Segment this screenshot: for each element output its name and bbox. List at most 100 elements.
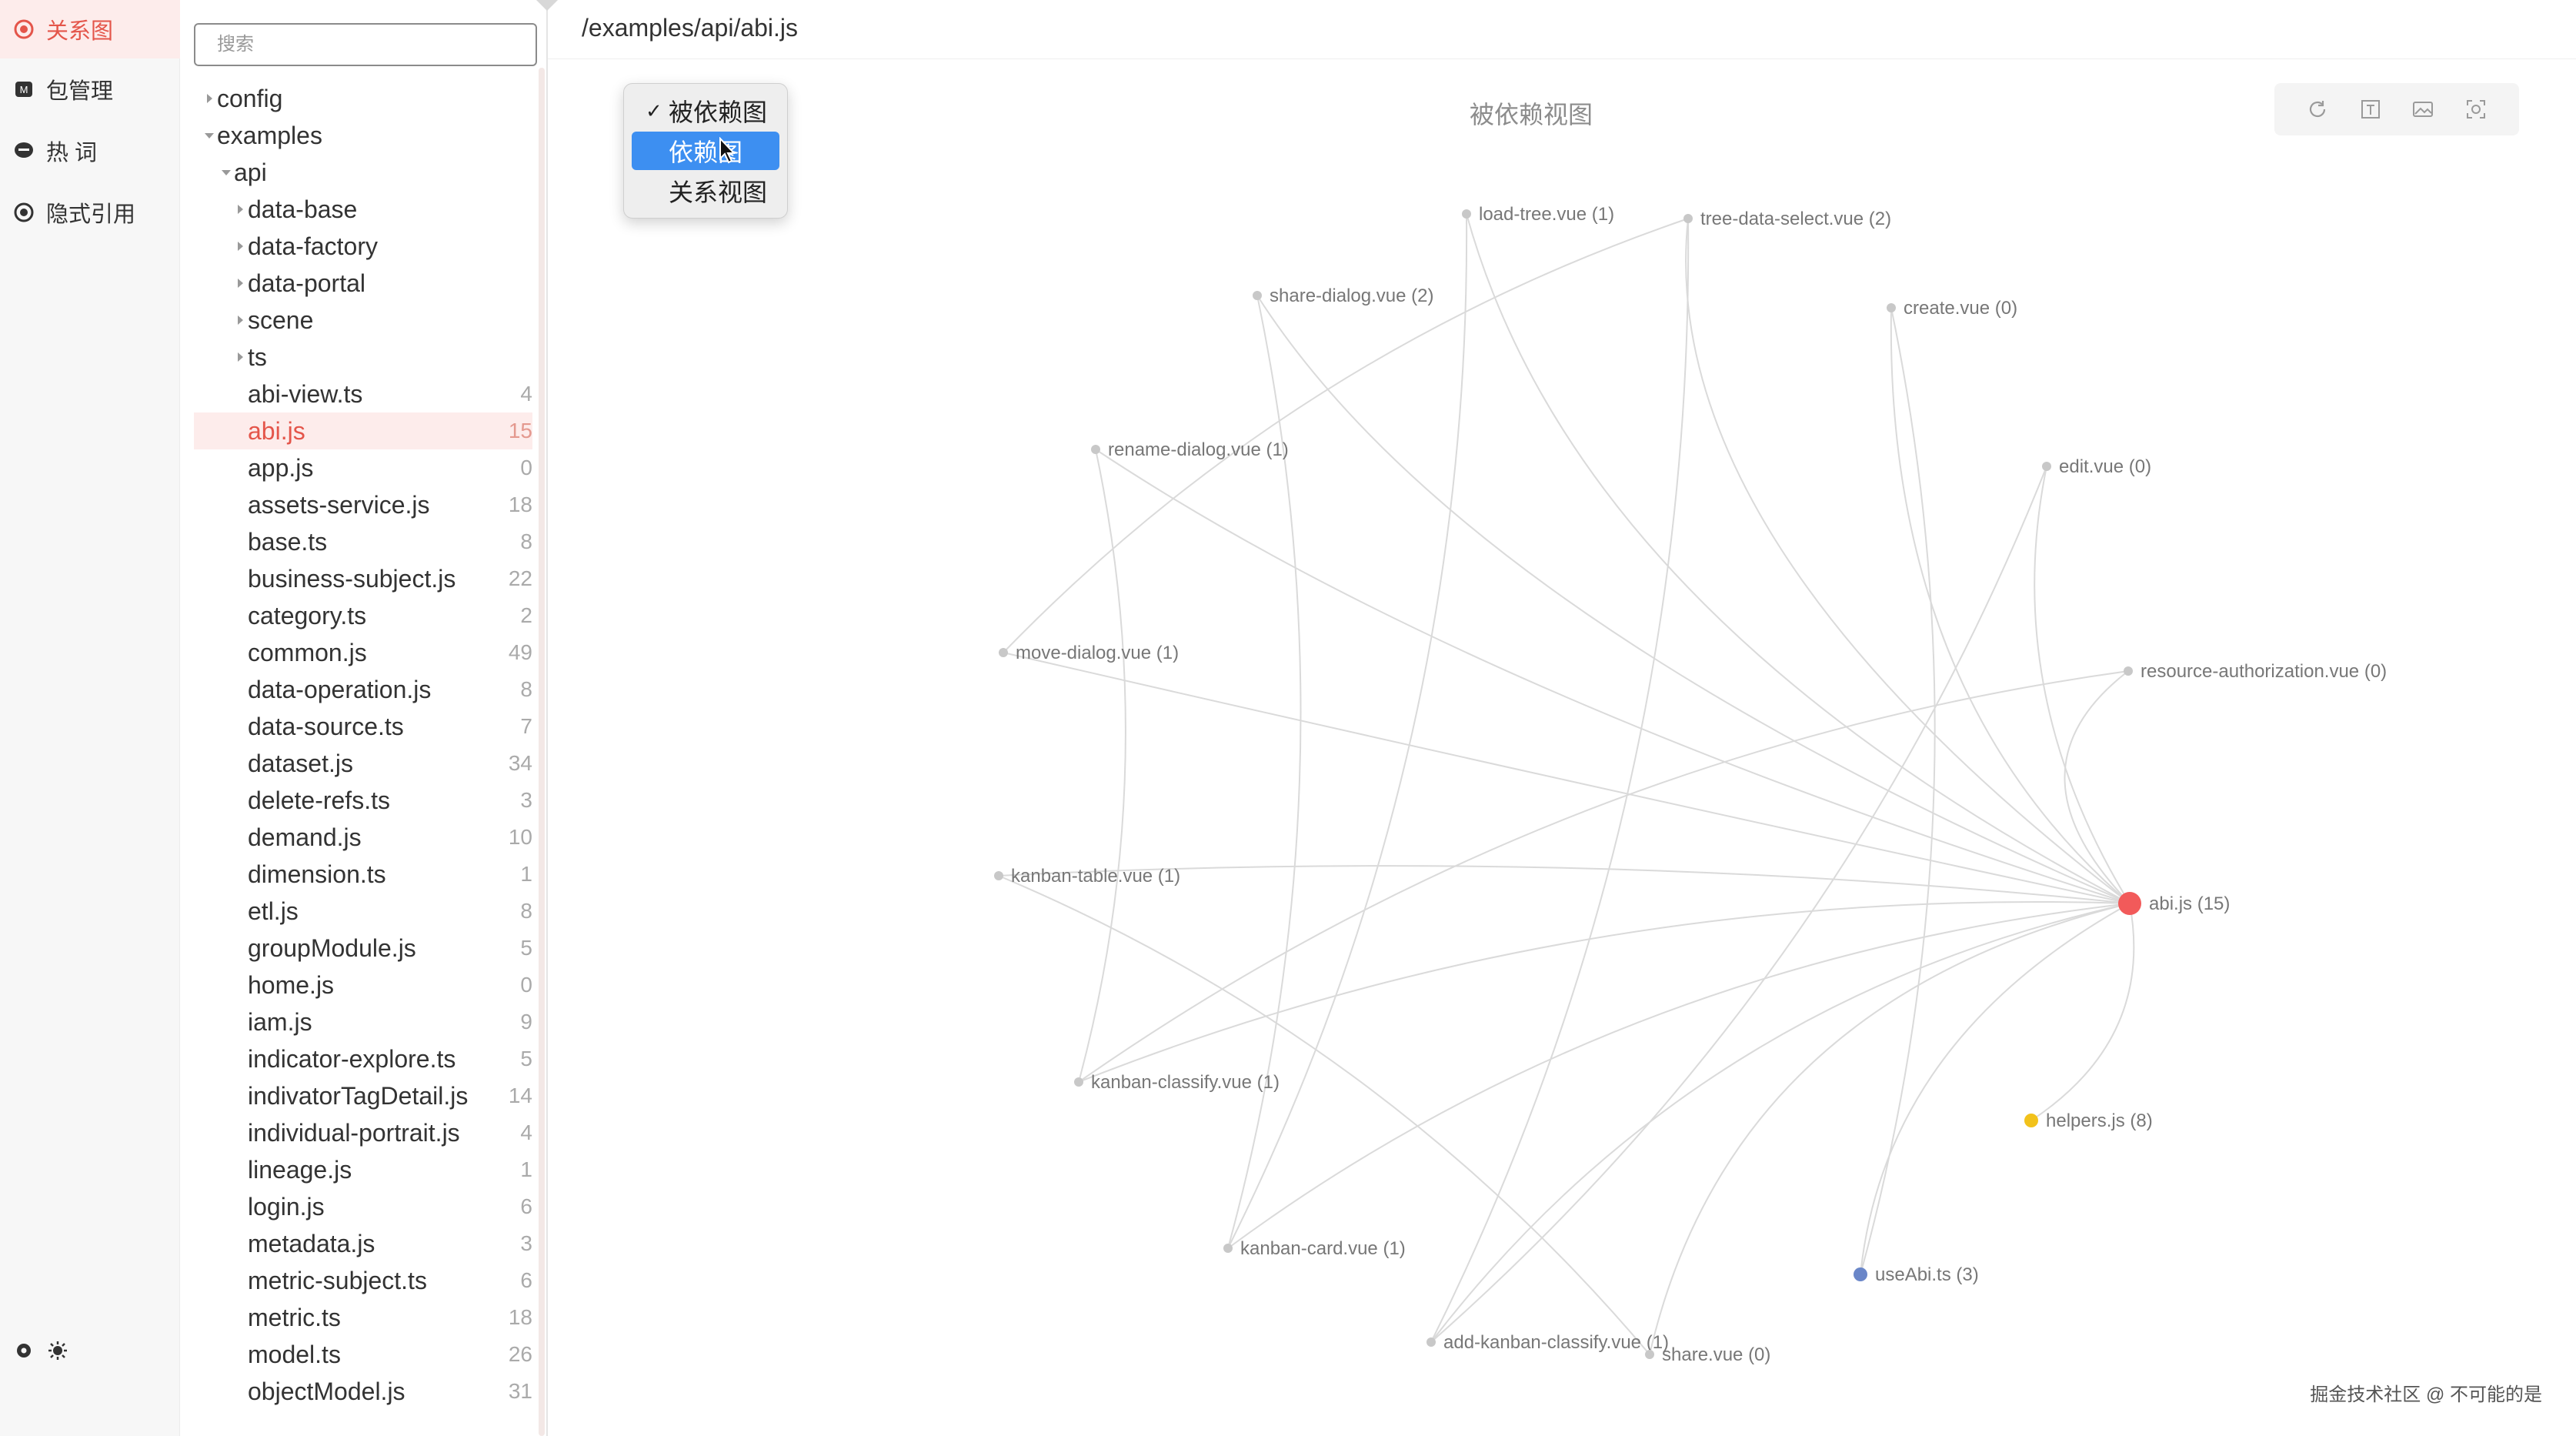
text-icon[interactable] [2357, 96, 2384, 122]
chevron-right-icon[interactable] [207, 94, 212, 103]
tree-folder[interactable]: data-portal [194, 265, 532, 302]
graph-node[interactable]: add-kanban-classify.vue (1) [1426, 1332, 1669, 1353]
chevron-right-icon[interactable] [238, 205, 243, 214]
graph-node[interactable]: kanban-classify.vue (1) [1074, 1072, 1280, 1093]
tree-folder[interactable]: scene [194, 302, 532, 339]
graph-node-dot[interactable] [1253, 291, 1262, 300]
panel-divider[interactable] [546, 0, 548, 1436]
splitter-handle-icon[interactable] [536, 0, 558, 11]
graph-edge [1430, 218, 1690, 1343]
tree-folder[interactable]: ts [194, 339, 532, 376]
graph-node[interactable]: edit.vue (0) [2042, 456, 2151, 477]
screenshot-icon[interactable] [2463, 96, 2489, 122]
refresh-icon[interactable] [2304, 96, 2331, 122]
graph-node[interactable]: kanban-card.vue (1) [1223, 1238, 1406, 1259]
reference-count: 22 [508, 566, 532, 590]
menu-item-0[interactable]: ✓被依赖图 [632, 92, 779, 130]
graph-node-dot[interactable] [1887, 303, 1896, 312]
nav-item-3[interactable]: 隐式引用 [0, 183, 180, 242]
chevron-down-icon[interactable] [205, 132, 214, 139]
graph-node-dot[interactable] [1091, 445, 1100, 454]
graph-node[interactable]: resource-authorization.vue (0) [2124, 661, 2387, 682]
chevron-right-icon[interactable] [238, 279, 243, 288]
graph-node-dot[interactable] [994, 871, 1003, 880]
graph-node-dot[interactable] [1074, 1077, 1083, 1087]
graph-node-dot[interactable] [1223, 1244, 1233, 1253]
graph-node[interactable]: create.vue (0) [1887, 298, 2017, 319]
graph-node-dot[interactable] [999, 648, 1008, 657]
graph-node[interactable]: kanban-table.vue (1) [994, 866, 1180, 887]
tree-item-label: home.js [248, 970, 335, 999]
graph-node-dot[interactable] [2042, 462, 2051, 471]
menu-item-2[interactable]: 关系视图 [632, 172, 779, 210]
settings-icon[interactable] [12, 1339, 35, 1362]
graph-center-node[interactable]: abi.js (15) [2118, 892, 2230, 915]
menu-item-1[interactable]: 依赖图 [632, 132, 779, 170]
graph-node-dot[interactable] [1462, 209, 1471, 219]
graph-node[interactable]: move-dialog.vue (1) [999, 643, 1179, 663]
tree-folder[interactable]: examples [194, 117, 532, 154]
tree-folder[interactable]: data-base [194, 191, 532, 228]
nav-item-2[interactable]: 热 词 [0, 122, 180, 180]
tree-folder[interactable]: api [194, 154, 532, 191]
chevron-right-icon[interactable] [238, 316, 243, 325]
graph-node-dot[interactable] [1426, 1337, 1436, 1347]
search-input[interactable] [194, 23, 537, 66]
graph-node[interactable]: rename-dialog.vue (1) [1091, 439, 1289, 460]
graph-node-dot[interactable] [2118, 892, 2141, 915]
graph-node-dot[interactable] [1645, 1350, 1654, 1359]
graph-node-dot[interactable] [1683, 214, 1693, 223]
nav-item-label: 关系图 [46, 19, 114, 44]
graph-node[interactable]: helpers.js (8) [2024, 1110, 2153, 1131]
chevron-right-icon[interactable] [238, 352, 243, 362]
graph-node-dot[interactable] [2124, 666, 2133, 676]
graph-node[interactable]: useAbi.ts (3) [1854, 1264, 1979, 1285]
graph-node-dot[interactable] [1854, 1267, 1867, 1281]
graph-node-dot[interactable] [2024, 1114, 2038, 1127]
image-icon[interactable] [2410, 96, 2436, 122]
graph-node[interactable]: share.vue (0) [1645, 1344, 1770, 1365]
chevron-right-icon[interactable] [238, 242, 243, 251]
graph-edge [1003, 218, 1689, 653]
view-dropdown-menu: ✓被依赖图依赖图关系视图 [623, 83, 788, 219]
tree-folder[interactable]: config [194, 80, 532, 117]
graph-node[interactable]: tree-data-select.vue (2) [1683, 209, 1891, 229]
tree-folder[interactable]: data-factory [194, 228, 532, 265]
graph-node-label: edit.vue (0) [2059, 456, 2151, 477]
tree-scrollbar[interactable] [539, 68, 545, 1436]
sun-icon[interactable] [46, 1339, 69, 1362]
graph-node[interactable]: share-dialog.vue (2) [1253, 286, 1433, 306]
chevron-down-icon[interactable] [222, 169, 231, 175]
graph-node[interactable]: load-tree.vue (1) [1462, 204, 1614, 225]
nav-item-0[interactable]: 关系图 [0, 0, 180, 58]
